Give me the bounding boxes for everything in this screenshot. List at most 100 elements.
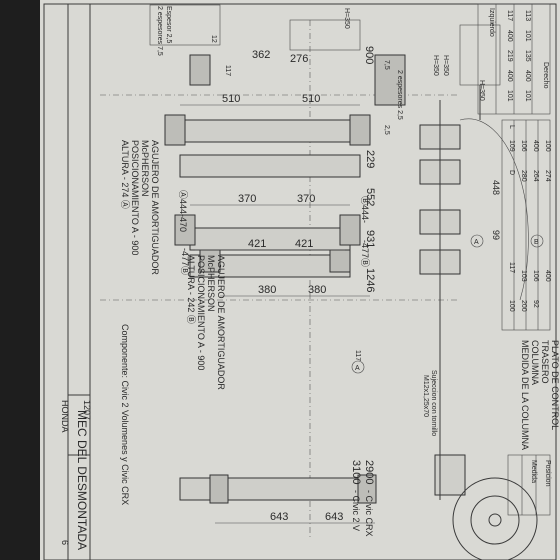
h350-d: H=350 xyxy=(478,80,485,101)
marker-B: B xyxy=(534,239,539,246)
lower-right-table: Posicion Medida xyxy=(507,454,551,516)
clamp-right-3 xyxy=(329,249,351,273)
clamp-right-2 xyxy=(339,214,361,246)
rtable-r4c4: 92 xyxy=(532,300,539,308)
clamp-right-4 xyxy=(357,474,377,504)
code-text: 1207 xyxy=(82,400,92,420)
dim-99: 99 xyxy=(491,230,501,240)
dim-421-left: 421 xyxy=(248,238,266,250)
amort-note-2-line1: AGUJERO DE AMORTIGUADOR xyxy=(216,255,226,390)
rtable-r0c2: 106 xyxy=(520,140,527,152)
amort-note-2-line3: POSICIONAMIENTO A - 900 xyxy=(196,255,206,370)
dim-2900: 2900 xyxy=(363,460,375,484)
marker-A2-circle xyxy=(470,234,484,248)
dim-900: 900 xyxy=(363,46,375,64)
dim-552: 552 xyxy=(364,188,376,206)
dim-421-right: 421 xyxy=(295,238,313,250)
table-col1-2: 219 xyxy=(506,50,513,62)
table-col1-0: 117 xyxy=(506,10,513,21)
dim-A-477: -477Ⓑ xyxy=(180,248,190,275)
technical-drawing: MEC DEL DESMONTADA HONDA 1207 Componente… xyxy=(43,3,560,560)
h350-c: H=350 xyxy=(442,55,449,76)
models-text: Componente: Civic 2 Volumenes y Civic CR… xyxy=(120,324,130,505)
rtable-r1c0: D xyxy=(508,170,515,175)
dim-1246: 1246 xyxy=(364,268,376,292)
dim-229: 229 xyxy=(364,150,376,168)
sujecion-line1: Sujeccion con tornillo xyxy=(430,370,437,436)
label-117-top: 117 xyxy=(224,65,231,76)
table-col3-1: 101 xyxy=(524,90,531,102)
dim-510-right: 510 xyxy=(302,93,320,105)
sheet-mark: 6 xyxy=(60,540,70,545)
sheet-border xyxy=(43,3,557,560)
upper-bar-2 xyxy=(179,154,361,178)
wheel-hub xyxy=(470,495,520,545)
amort-note-2-line2: McPHERSON xyxy=(206,255,216,312)
top-table: Izquierdo Derecho 117 400 219 113 101 13… xyxy=(477,3,551,115)
dim-380-left: 380 xyxy=(258,284,276,296)
dim-370-right: 370 xyxy=(297,193,315,205)
table-col3-0: 400 xyxy=(524,70,531,82)
espesor-side-note: 2 espesores 2,5 xyxy=(396,70,403,120)
table-col4-0: 400 xyxy=(506,70,513,82)
table-derecho: Derecho xyxy=(542,62,549,89)
wheel-rim-outer xyxy=(452,477,538,560)
amort-note-1-line2: McPHERSON xyxy=(140,140,150,197)
brand-text: HONDA xyxy=(60,400,70,433)
clamp-right-1 xyxy=(349,114,371,146)
dim-B-477: -477Ⓑ xyxy=(360,240,370,267)
label-25: 2,5 xyxy=(383,125,390,135)
right-table: L 109 106 400 100 D 280 264 274 117 103 … xyxy=(501,119,551,331)
lower-bar xyxy=(179,477,361,501)
dim-362: 362 xyxy=(252,49,270,61)
sujecion-line2: M12x1,25x70 xyxy=(422,375,429,417)
plato-line3: COLUMNA xyxy=(530,340,540,385)
dim-A-444: Ⓐ444-470 xyxy=(178,190,188,232)
rtable-r3c3: 400 xyxy=(544,270,551,282)
clamp-left-1 xyxy=(164,114,186,146)
label-75: 7,5 xyxy=(383,60,390,70)
marker-A-circle xyxy=(351,360,365,374)
h350-a: H=350 xyxy=(343,8,350,29)
civic-crx-note: - Civic CRX xyxy=(364,490,374,537)
ltable-medida: Medida xyxy=(530,460,537,483)
rtable-r0c1: 109 xyxy=(508,140,515,152)
dim-510-left: 510 xyxy=(222,93,240,105)
dim-931: 931 xyxy=(364,230,376,248)
dim-B-444: Ⓑ444- xyxy=(360,196,370,223)
dim-643-right: 643 xyxy=(325,511,343,523)
upper-right-block xyxy=(374,54,406,106)
table-col1-1: 400 xyxy=(506,30,513,42)
dim-643-left: 643 xyxy=(270,511,288,523)
table-col2-1: 101 xyxy=(524,30,531,42)
ltable-pos: Posicion xyxy=(544,460,551,487)
rtable-r1c1: 280 xyxy=(520,170,527,182)
table-col2-2: 135 xyxy=(524,50,531,62)
dim-380-right: 380 xyxy=(308,284,326,296)
plato-line2: TRASERO xyxy=(540,340,550,384)
table-col2-0: 113 xyxy=(524,10,531,21)
upper-mid-assembly xyxy=(289,19,361,51)
rtable-r3c0: 117 xyxy=(508,262,515,273)
rtable-r0c0: L xyxy=(508,125,515,129)
clamp-left-4 xyxy=(209,474,229,504)
h350-b: H=350 xyxy=(432,55,439,76)
rtable-r4c2: 100 xyxy=(508,300,515,312)
dim-276: 276 xyxy=(290,53,308,65)
drawing-sheet: MEC DEL DESMONTADA HONDA 1207 Componente… xyxy=(40,0,560,560)
marker-A: A xyxy=(355,365,360,372)
table-col4-1: 101 xyxy=(506,90,513,102)
dim-448: 448 xyxy=(491,180,501,195)
table-izquierdo: Izquierdo xyxy=(488,8,495,37)
title-text: MEC DEL DESMONTADA xyxy=(75,410,89,550)
label-12: 12 xyxy=(210,35,217,43)
amort-note-1-line3: POSICIONAMIENTO A - 900 xyxy=(130,140,140,255)
plato-line4: MEDIDA DE LA COLUMNA xyxy=(520,340,530,450)
wheel-center xyxy=(488,513,502,527)
rtable-r3c1: 103 xyxy=(520,270,527,282)
civic-2v-note: - Civic 2 V xyxy=(351,490,361,531)
plato-line1: PLATO DE CONTROL xyxy=(550,340,560,430)
wheel-arc xyxy=(459,118,529,301)
marker-B-circle xyxy=(530,234,544,248)
amort-note-2-line4: ALTURA - 242 Ⓑ xyxy=(186,255,196,324)
